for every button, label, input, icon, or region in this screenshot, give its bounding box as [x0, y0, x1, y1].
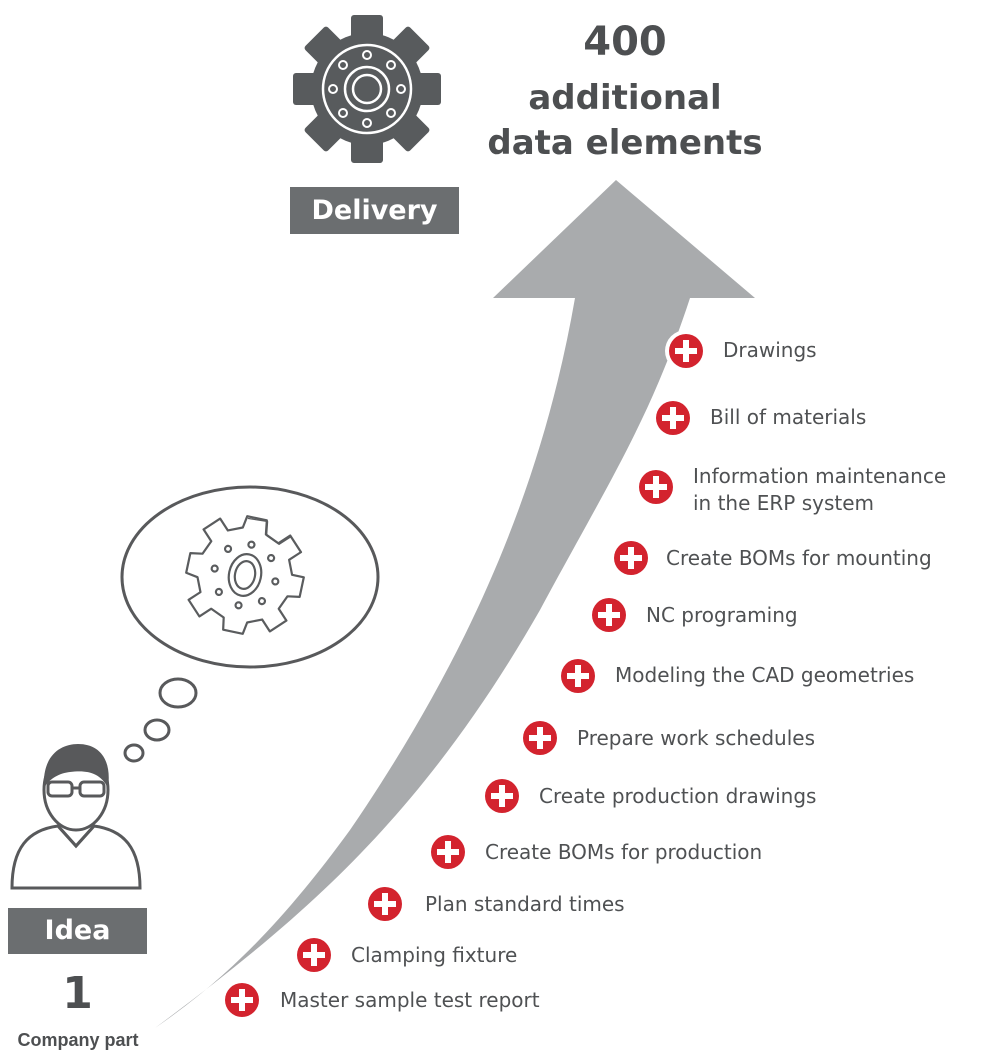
- gear-part-icon: [293, 15, 441, 163]
- headline-line1: additional: [528, 78, 722, 118]
- step-label: Prepare work schedules: [577, 725, 815, 752]
- start-count: 1: [62, 968, 93, 1019]
- plus-icon: [221, 979, 263, 1021]
- step-label: Drawings: [723, 337, 817, 364]
- plus-icon: [364, 883, 406, 925]
- start-label: Company part: [17, 1030, 139, 1050]
- plus-icon: [293, 934, 335, 976]
- headline-line2: data elements: [487, 123, 763, 163]
- step-label-line: Create BOMs for mounting: [666, 546, 932, 570]
- step-label: Create BOMs for mounting: [666, 545, 932, 572]
- step-label-line: Create BOMs for production: [485, 840, 763, 864]
- headline-count: 400: [583, 19, 667, 65]
- step-label: Bill of materials: [710, 404, 866, 431]
- plus-icon: [519, 717, 561, 759]
- step-label-line: Modeling the CAD geometries: [615, 663, 915, 687]
- step-label-line: Information maintenance: [693, 464, 947, 488]
- plus-icon: [652, 397, 694, 439]
- step-label: NC programing: [646, 602, 798, 629]
- delivery-tag: Delivery: [290, 187, 459, 234]
- step-label-line: Bill of materials: [710, 405, 867, 429]
- step-label: Plan standard times: [425, 891, 625, 918]
- plus-icon: [557, 655, 599, 697]
- step-label: Master sample test report: [280, 987, 540, 1014]
- plus-icon: [665, 330, 707, 372]
- step-label: Information maintenance in the ERP system: [693, 463, 946, 517]
- step-label-line: Drawings: [723, 338, 817, 362]
- plus-icon: [427, 831, 469, 873]
- step-label: Create production drawings: [539, 783, 816, 810]
- idea-tag: Idea: [8, 908, 147, 954]
- step-label-line: Clamping fixture: [351, 943, 518, 967]
- step-label: Create BOMs for production: [485, 839, 762, 866]
- step-label-line: Create production drawings: [539, 784, 817, 808]
- step-label-line: in the ERP system: [693, 491, 875, 515]
- person-with-glasses-icon: [10, 744, 142, 890]
- step-label: Modeling the CAD geometries: [615, 662, 914, 689]
- plus-icon: [481, 775, 523, 817]
- plus-icon: [635, 466, 677, 508]
- step-label-line: Master sample test report: [280, 988, 540, 1012]
- step-label-line: NC programing: [646, 603, 798, 627]
- plus-icon: [588, 594, 630, 636]
- plus-icon: [610, 537, 652, 579]
- step-label-line: Prepare work schedules: [577, 726, 815, 750]
- step-label: Clamping fixture: [351, 942, 517, 969]
- thought-bubble: [120, 485, 380, 763]
- sketched-gear-icon: [185, 515, 305, 635]
- step-label-line: Plan standard times: [425, 892, 625, 916]
